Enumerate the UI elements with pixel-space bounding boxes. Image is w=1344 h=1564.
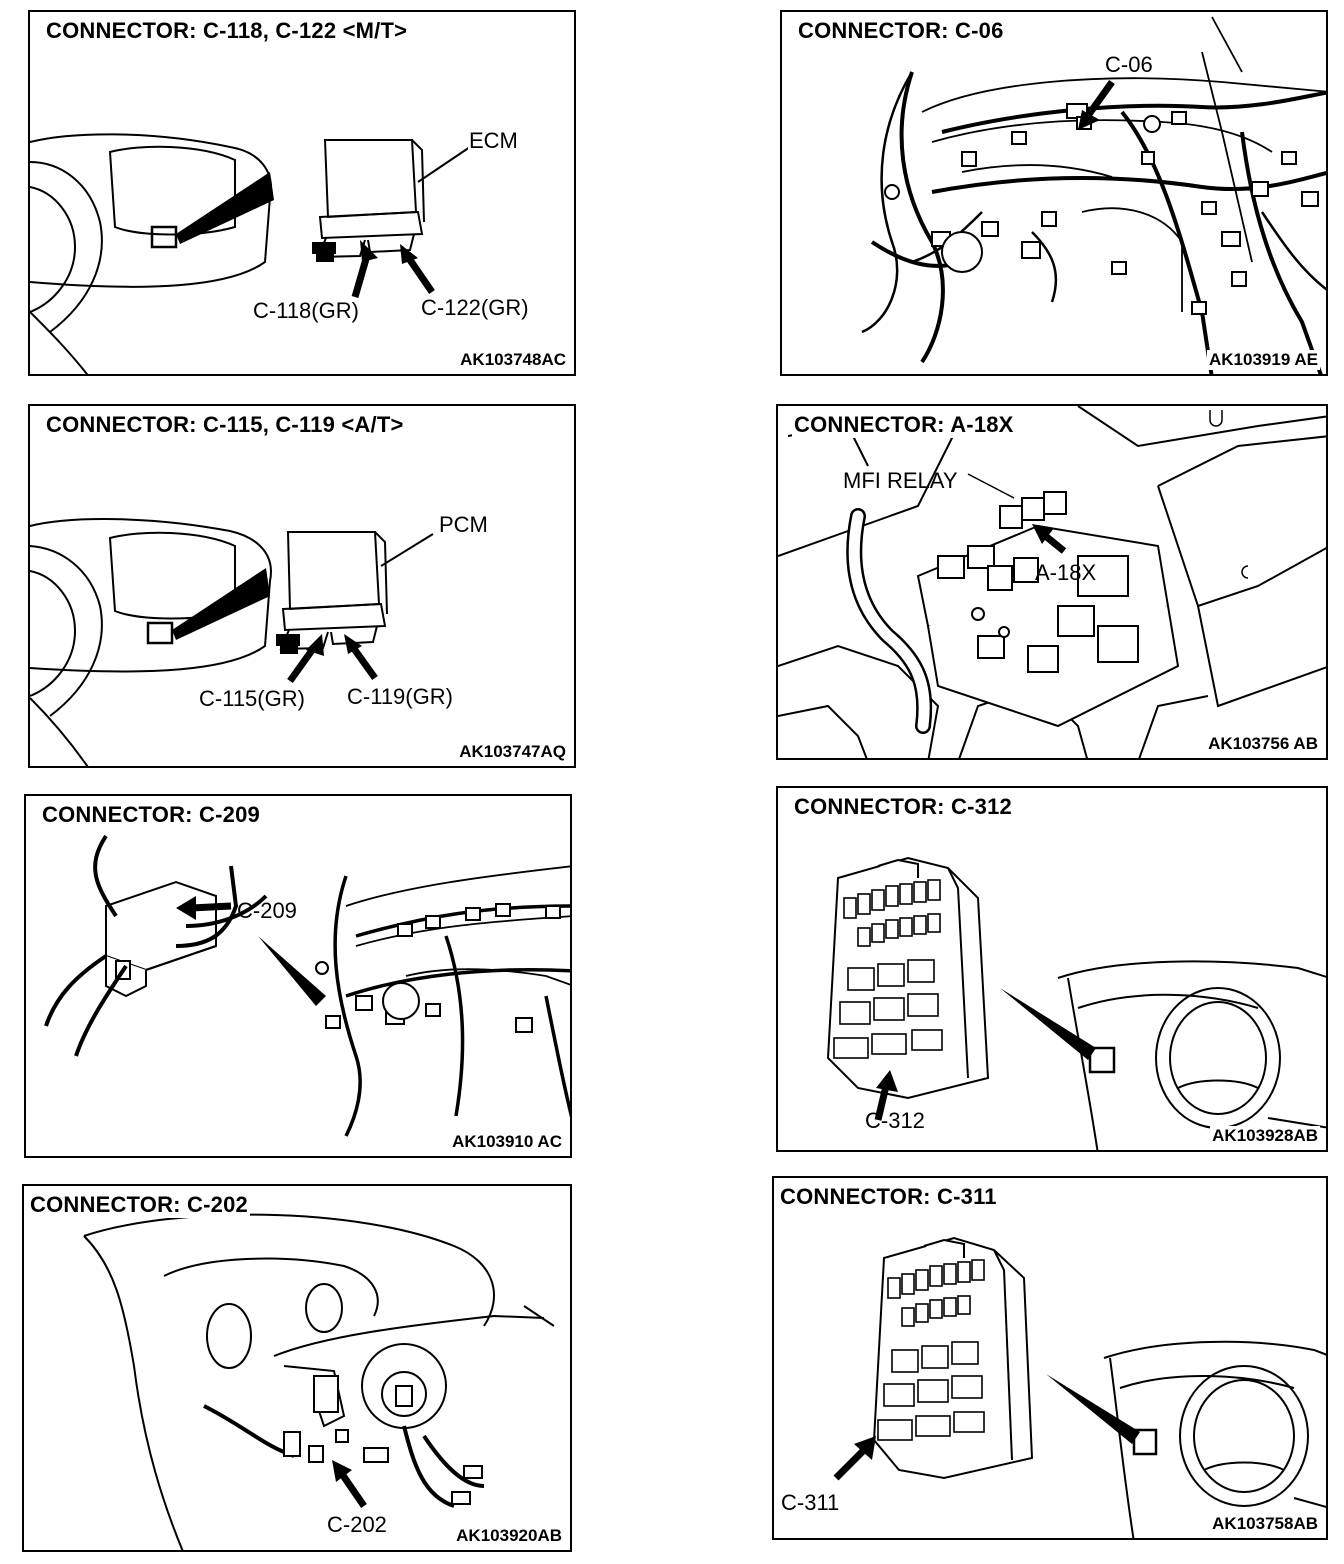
arrow-c122 bbox=[400, 244, 418, 264]
arrow-c06 bbox=[1078, 110, 1100, 130]
arrow-c312 bbox=[876, 1070, 898, 1092]
panel-c202: CONNECTOR: C-202 C-202 AK103920AB bbox=[22, 1184, 572, 1552]
dashboard-pcm-illustration bbox=[30, 518, 434, 766]
panel-title: CONNECTOR: C-311 bbox=[778, 1184, 999, 1210]
figure-code: AK103919 AE bbox=[1207, 350, 1320, 370]
figure-code: AK103928AB bbox=[1210, 1126, 1320, 1146]
panel-title: CONNECTOR: A-18X bbox=[792, 412, 1016, 438]
arrow-c118 bbox=[360, 240, 378, 262]
figure-code: AK103748AC bbox=[458, 350, 568, 370]
figure-code: AK103758AB bbox=[1210, 1514, 1320, 1534]
panel-c06: CONNECTOR: C-06 C-06 AK103919 AE bbox=[780, 10, 1328, 376]
dashboard-harness-illustration bbox=[861, 16, 1326, 374]
ecm-label: ECM bbox=[468, 128, 519, 153]
mfi-relay-label: MFI RELAY bbox=[843, 468, 958, 493]
c202-label: C-202 bbox=[327, 1512, 387, 1537]
pcm-label: PCM bbox=[438, 512, 489, 537]
dashboard-ecm-illustration bbox=[30, 133, 471, 374]
panel-title: CONNECTOR: C-209 bbox=[40, 802, 262, 828]
pointer-wedge bbox=[258, 936, 326, 1006]
panel-c311: CONNECTOR: C-311 C-311 AK103758AB bbox=[772, 1176, 1328, 1540]
pointer-wedge bbox=[1000, 988, 1096, 1060]
c209-label: C-209 bbox=[237, 898, 297, 923]
figure-code: AK103910 AC bbox=[450, 1132, 564, 1152]
c311-label: C-311 bbox=[781, 1490, 840, 1515]
arrow-c115 bbox=[306, 634, 324, 656]
c119-label: C-119(GR) bbox=[346, 684, 454, 709]
figure-code: AK103756 AB bbox=[1206, 734, 1320, 754]
panel-title: CONNECTOR: C-312 bbox=[792, 794, 1014, 820]
panel-title: CONNECTOR: C-118, C-122 <M/T> bbox=[44, 18, 410, 44]
a18x-label: A-18X bbox=[1035, 560, 1097, 585]
arrow-c119 bbox=[344, 634, 362, 654]
panel-c312: CONNECTOR: C-312 C-312 AK103928AB bbox=[776, 786, 1328, 1152]
panel-c209: CONNECTOR: C-209 C-209 AK103910 AC bbox=[24, 794, 572, 1158]
c06-label: C-06 bbox=[1105, 52, 1153, 77]
c312-label: C-312 bbox=[865, 1108, 925, 1133]
panel-c118-c122: CONNECTOR: C-118, C-122 <M/T> ECM C-118(… bbox=[28, 10, 576, 376]
c115-label: C-115(GR) bbox=[198, 686, 306, 711]
figure-code: AK103747AQ bbox=[457, 742, 568, 762]
c118-label: C-118(GR) bbox=[252, 298, 360, 323]
pointer-wedge bbox=[176, 172, 274, 244]
panel-title: CONNECTOR: C-202 bbox=[28, 1192, 250, 1218]
steering-column-c202-illustration bbox=[83, 1213, 555, 1550]
arrow-c202 bbox=[332, 1460, 352, 1482]
c209-connector-illustration bbox=[44, 834, 570, 1137]
panel-c115-c119: CONNECTOR: C-115, C-119 <A/T> PCM C-115(… bbox=[28, 404, 576, 768]
pointer-wedge bbox=[172, 568, 270, 640]
c122-label: C-122(GR) bbox=[420, 295, 530, 320]
engine-bay-relay-box-illustration bbox=[778, 406, 1326, 758]
arrow-c209 bbox=[176, 896, 196, 920]
arrow-a18x bbox=[1032, 524, 1054, 544]
panel-title: CONNECTOR: C-115, C-119 <A/T> bbox=[44, 412, 406, 438]
panel-title: CONNECTOR: C-06 bbox=[796, 18, 1006, 44]
panel-a18x: CONNECTOR: A-18X MFI RELAY A-18X AK10375… bbox=[776, 404, 1328, 760]
figure-code: AK103920AB bbox=[454, 1526, 564, 1546]
pointer-wedge bbox=[1046, 1374, 1140, 1444]
junction-block-c311-illustration bbox=[833, 1236, 1326, 1538]
arrow-c311 bbox=[854, 1436, 876, 1460]
junction-block-c312-illustration bbox=[826, 856, 1326, 1150]
